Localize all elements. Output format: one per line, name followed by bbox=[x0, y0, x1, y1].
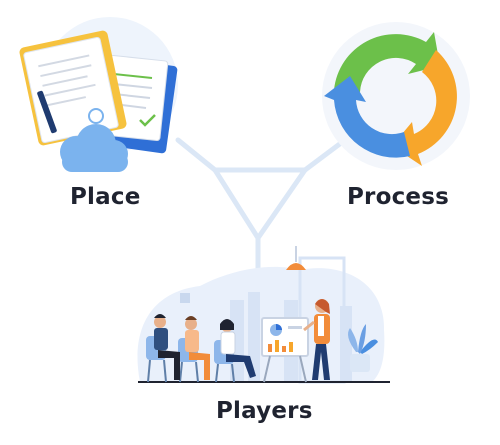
node-label-process: Process bbox=[347, 184, 450, 210]
wall-frame bbox=[180, 293, 190, 303]
pen-icon bbox=[37, 90, 57, 134]
connector-lines bbox=[175, 137, 348, 271]
plant-icon bbox=[348, 324, 378, 372]
chair-legs bbox=[147, 359, 235, 383]
connector-place-hub bbox=[175, 137, 218, 173]
presenter bbox=[303, 299, 330, 380]
check-mark-icon bbox=[139, 114, 156, 127]
documents-cloud-icon bbox=[19, 17, 178, 172]
lamp-icon bbox=[286, 263, 306, 270]
connector-process-hub bbox=[302, 137, 348, 173]
cloud-icon bbox=[60, 124, 128, 172]
doc-line bbox=[113, 83, 153, 89]
document-text-lines bbox=[38, 54, 96, 107]
node-label-place: Place bbox=[70, 184, 141, 210]
node-label-players: Players bbox=[216, 398, 313, 424]
cycle-segment-green bbox=[334, 32, 440, 92]
cycle-arrows-icon bbox=[322, 22, 470, 170]
doc-line bbox=[113, 73, 153, 79]
seal-icon bbox=[88, 108, 104, 124]
person-2 bbox=[185, 316, 210, 380]
connector-hub-players bbox=[212, 167, 308, 243]
cycle-segment-orange bbox=[392, 50, 457, 166]
person-3 bbox=[220, 319, 256, 378]
cycle-segment-blue bbox=[324, 76, 410, 158]
team-meeting-illustration bbox=[137, 246, 390, 384]
presentation-board bbox=[261, 317, 309, 383]
person-1 bbox=[154, 314, 180, 380]
